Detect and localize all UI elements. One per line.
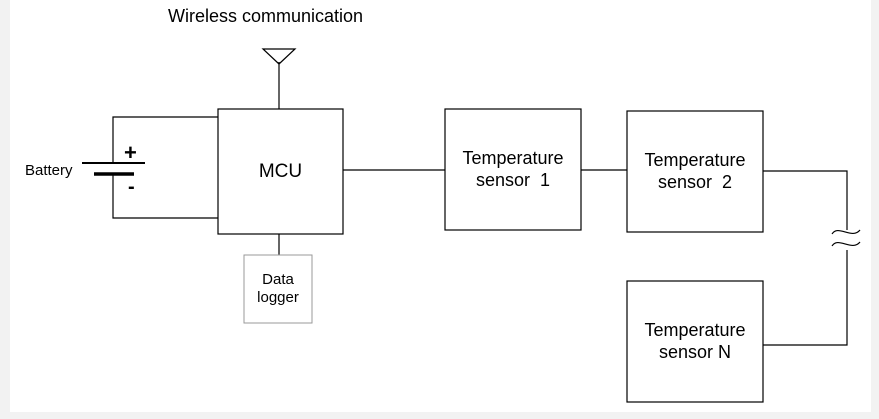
battery-symbol: [82, 146, 145, 185]
mcu-label: MCU: [218, 109, 343, 234]
battery-label: Battery: [25, 162, 73, 179]
sensor1-line1: Temperature: [462, 147, 564, 168]
sensorN-line2: sensor N: [658, 341, 732, 362]
wireless-communication-label: Wireless communication: [168, 6, 364, 26]
data-logger-line2: logger: [257, 289, 299, 306]
sensorN-box: [626, 280, 764, 403]
data-logger-line1: Data: [262, 270, 294, 288]
sensorN-line1: Temperature: [644, 319, 746, 340]
battery-minus-sign: -: [128, 176, 135, 198]
line-break-symbol: [831, 229, 861, 247]
mcu-box: [217, 108, 344, 235]
bus-wire-right: [763, 170, 848, 346]
battery-wires: [112, 116, 218, 219]
data-logger-box: [243, 254, 313, 324]
sensor2-label: Temperature sensor 2: [627, 111, 763, 232]
battery-plus-sign: +: [124, 140, 137, 165]
sensorN-label: Temperature sensor N: [627, 281, 763, 402]
antenna-icon: [261, 48, 297, 109]
sensor2-line2: sensor 2: [657, 171, 733, 192]
mcu-label-text: MCU: [258, 160, 303, 182]
sensor1-box: [444, 108, 582, 231]
sensor1-line2: sensor 1: [475, 169, 551, 190]
data-logger-label: Data logger: [244, 255, 312, 323]
sensor2-line1: Temperature: [644, 149, 746, 170]
sensor1-label: Temperature sensor 1: [445, 109, 581, 230]
